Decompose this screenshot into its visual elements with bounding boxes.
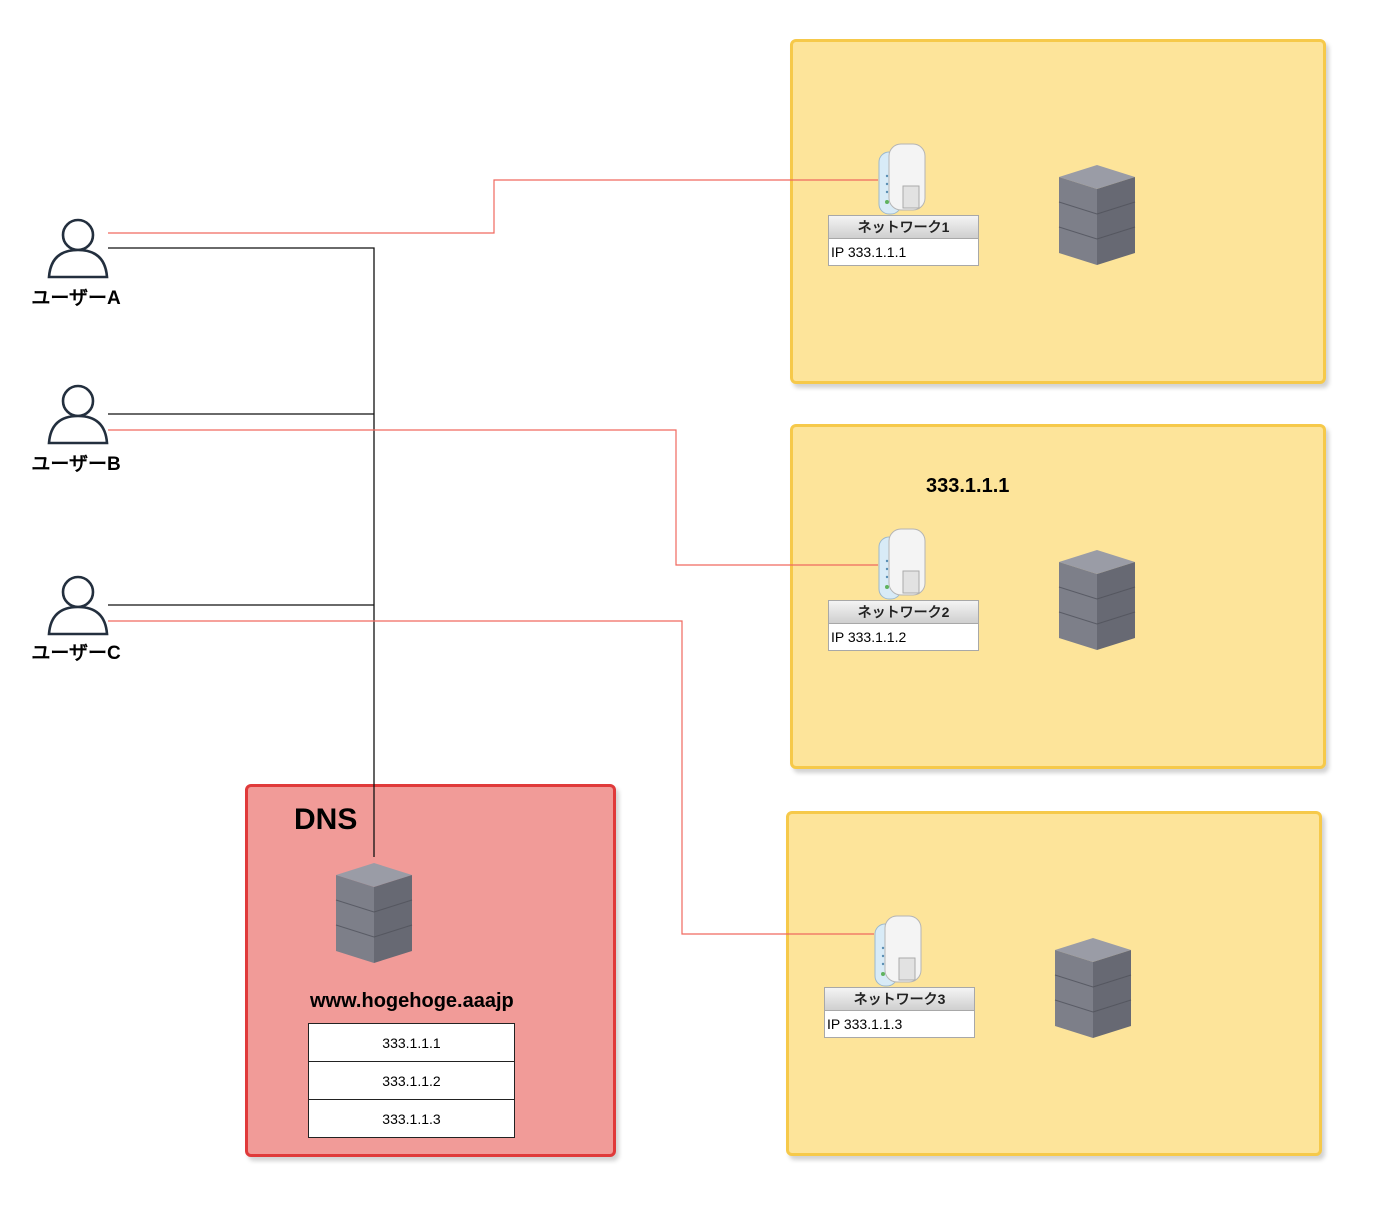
table-row: 333.1.1.3 [308, 1099, 515, 1138]
network-card-1: ネットワーク1 IP 333.1.1.1 [828, 215, 979, 266]
router-icon [874, 915, 922, 987]
router-icon [878, 143, 926, 215]
line-user-a-network-1 [108, 179, 878, 234]
user-icon [47, 384, 109, 445]
network-name: ネットワーク1 [829, 216, 978, 239]
table-row: 333.1.1.2 [308, 1061, 515, 1100]
table-row: 333.1.1.1 [308, 1023, 515, 1062]
line-user-c-network-3 [108, 620, 874, 935]
user-c-label: ユーザーC [31, 643, 121, 664]
dns-record: 333.1.1.3 [308, 1099, 515, 1138]
network-card-3: ネットワーク3 IP 333.1.1.3 [824, 987, 975, 1038]
line-user-b-network-2 [108, 429, 878, 566]
user-a-label: ユーザーA [31, 288, 121, 309]
dns-server-icon [335, 863, 413, 963]
dns-title: DNS [294, 803, 358, 836]
server-icon [1058, 165, 1136, 265]
user-b-label: ユーザーB [31, 454, 121, 475]
network-ip: IP 333.1.1.3 [827, 1016, 903, 1032]
line-user-a-dns [108, 247, 375, 857]
user-icon [47, 575, 109, 636]
network-zone-2 [790, 424, 1326, 769]
dns-record: 333.1.1.2 [308, 1061, 515, 1100]
network-zone-3 [786, 811, 1322, 1156]
network-ip: IP 333.1.1.1 [831, 244, 907, 260]
dns-record: 333.1.1.1 [308, 1023, 515, 1062]
server-icon [1058, 550, 1136, 650]
network-name: ネットワーク2 [829, 601, 978, 624]
network-ip: IP 333.1.1.2 [831, 629, 907, 645]
network-zone-1 [790, 39, 1326, 384]
network-2-caption: 333.1.1.1 [926, 475, 1010, 497]
network-card-2: ネットワーク2 IP 333.1.1.2 [828, 600, 979, 651]
server-icon [1054, 938, 1132, 1038]
dns-record-table: 333.1.1.1 333.1.1.2 333.1.1.3 [308, 1023, 515, 1138]
user-icon [47, 218, 109, 279]
router-icon [878, 528, 926, 600]
network-name: ネットワーク3 [825, 988, 974, 1011]
dns-domain: www.hogehoge.aaajp [310, 990, 514, 1012]
